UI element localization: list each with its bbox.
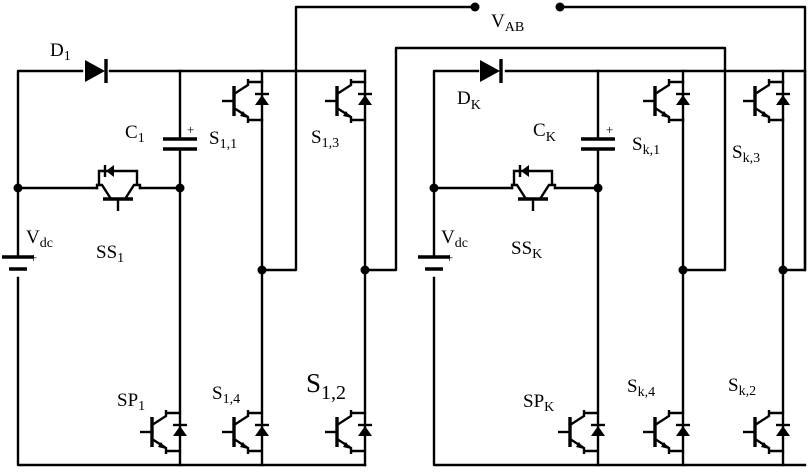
label-sp1: SP1: [117, 390, 145, 414]
m1-out-a: [260, 5, 475, 272]
plus-ck: +: [606, 122, 613, 137]
terminal-a: [470, 2, 480, 12]
module-1: [0, 5, 727, 467]
label-s14: S1,4: [212, 383, 240, 407]
label-vdck: Vdc: [441, 227, 468, 251]
m1-out-b: [363, 46, 727, 272]
junction-dot: [175, 183, 185, 193]
junction-dot: [257, 265, 267, 275]
label-sk4: Sk,4: [627, 376, 655, 400]
label-d1: D1: [50, 40, 71, 64]
label-spk: SPK: [523, 391, 554, 415]
mk-bottom-bus: [432, 276, 807, 467]
switch-sk2-icon: [741, 408, 792, 456]
label-ck: CK: [533, 120, 556, 145]
junction-dot: [13, 183, 23, 193]
plus-vdck: +: [446, 250, 453, 265]
junction-dot: [593, 183, 603, 193]
label-s12: S1,2: [306, 368, 346, 404]
switch-s12-icon: [323, 408, 374, 456]
terminal-b: [555, 2, 565, 12]
switch-sk4-icon: [641, 408, 692, 456]
label-vab: VAB: [491, 11, 524, 35]
switch-sp1-icon: [138, 408, 189, 456]
diode-dk-icon: [478, 57, 503, 85]
m1-bottom-bus: [16, 276, 367, 467]
switch-sk1-icon: [641, 77, 692, 125]
mk-out-b: [558, 5, 807, 272]
diode-d1-icon: [83, 57, 108, 85]
plus-vdc1: +: [30, 250, 37, 265]
junction-dot: [778, 265, 788, 275]
mk-top-wire: [432, 69, 480, 190]
label-dk: DK: [457, 88, 481, 113]
switch-sk3-icon: [741, 77, 792, 125]
label-c1: C1: [125, 122, 145, 146]
label-sk2: Sk,2: [728, 375, 756, 399]
label-sk1: Sk,1: [632, 134, 660, 158]
junction-dot: [360, 265, 370, 275]
capacitor-c1-icon: [161, 137, 199, 151]
capacitor-ck-icon: [579, 137, 617, 151]
switch-s14-icon: [220, 408, 271, 456]
label-ss1: SS1: [96, 242, 124, 266]
switch-ss1-icon: [94, 163, 142, 213]
label-s11: S1,1: [209, 128, 237, 152]
label-ssk: SSK: [511, 238, 542, 262]
switch-spk-icon: [556, 408, 607, 456]
switch-s13-icon: [323, 77, 374, 125]
label-vdc1: Vdc: [26, 227, 53, 251]
module-k: [416, 5, 807, 467]
junction-dot: [678, 265, 688, 275]
label-s13: S1,3: [311, 127, 339, 151]
m1-top-wire: [16, 69, 84, 190]
switch-ssk-icon: [509, 163, 557, 213]
plus-c1: +: [187, 122, 194, 137]
junction-dot: [429, 183, 439, 193]
label-sk3: Sk,3: [732, 142, 760, 166]
switch-s11-icon: [220, 77, 271, 125]
